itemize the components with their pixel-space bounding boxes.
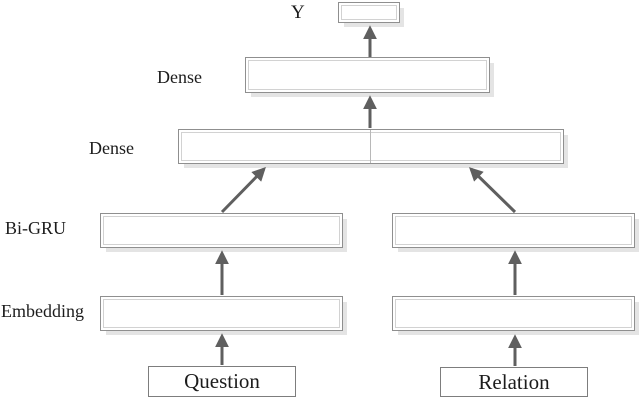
question-input-label: Question <box>184 369 260 393</box>
question-input-box: Question <box>148 366 296 397</box>
relation-input-box: Relation <box>440 367 588 397</box>
dense-top-box <box>245 57 490 93</box>
embedding-label: Embedding <box>1 301 84 321</box>
arrow-bigru-relation-to-dense <box>469 167 517 214</box>
concat-divider <box>369 130 371 163</box>
relation-input-label: Relation <box>478 369 550 394</box>
embedding-question-box <box>100 296 343 331</box>
bigru-question-box <box>100 213 343 248</box>
embedding-relation-box <box>392 296 635 331</box>
bigru-label: Bi-GRU <box>5 218 67 238</box>
dense-bottom-label: Dense <box>89 138 134 158</box>
arrow-bigru-question-to-dense <box>220 167 266 214</box>
bigru-relation-box <box>392 213 635 248</box>
dense-bottom-box <box>178 129 564 164</box>
output-label: Y <box>291 2 305 23</box>
output-node-box <box>338 2 400 23</box>
dense-top-label: Dense <box>157 67 202 87</box>
